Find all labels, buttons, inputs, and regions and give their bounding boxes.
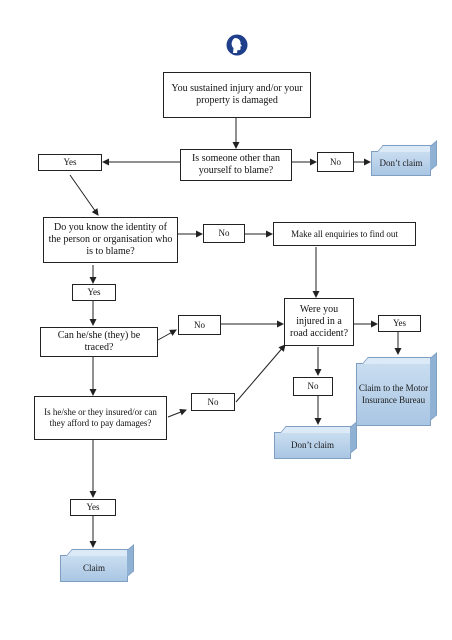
answer-no-identity: No bbox=[203, 224, 245, 243]
head-profile-logo-icon bbox=[226, 34, 248, 56]
answer-yes-insured: Yes bbox=[70, 499, 116, 516]
terminal-claim: Claim bbox=[60, 555, 128, 582]
question-can-be-traced: Can he/she (they) be traced? bbox=[40, 327, 158, 357]
answer-yes-blame: Yes bbox=[38, 154, 102, 171]
answer-no-blame: No bbox=[317, 152, 354, 172]
terminal-dont-claim-top: Don’t claim bbox=[371, 151, 431, 176]
answer-yes-identity: Yes bbox=[72, 284, 116, 301]
question-know-identity: Do you know the identity of the person o… bbox=[43, 217, 178, 263]
answer-no-road: No bbox=[293, 377, 333, 396]
question-road-accident: Were you injured in a road accident? bbox=[284, 298, 354, 346]
action-make-enquiries: Make all enquiries to find out bbox=[273, 222, 416, 246]
start-node: You sustained injury and/or your propert… bbox=[163, 72, 311, 118]
answer-no-traced: No bbox=[178, 315, 221, 335]
terminal-claim-motor-insurance-bureau: Claim to the Motor Insurance Bureau bbox=[356, 363, 431, 426]
answer-no-insured: No bbox=[191, 393, 235, 411]
question-someone-to-blame: Is someone other than yourself to blame? bbox=[180, 149, 292, 181]
answer-yes-road: Yes bbox=[378, 315, 421, 332]
question-insured: Is he/she or they insured/or can they af… bbox=[34, 396, 167, 440]
terminal-dont-claim-bottom: Don’t claim bbox=[274, 432, 351, 459]
